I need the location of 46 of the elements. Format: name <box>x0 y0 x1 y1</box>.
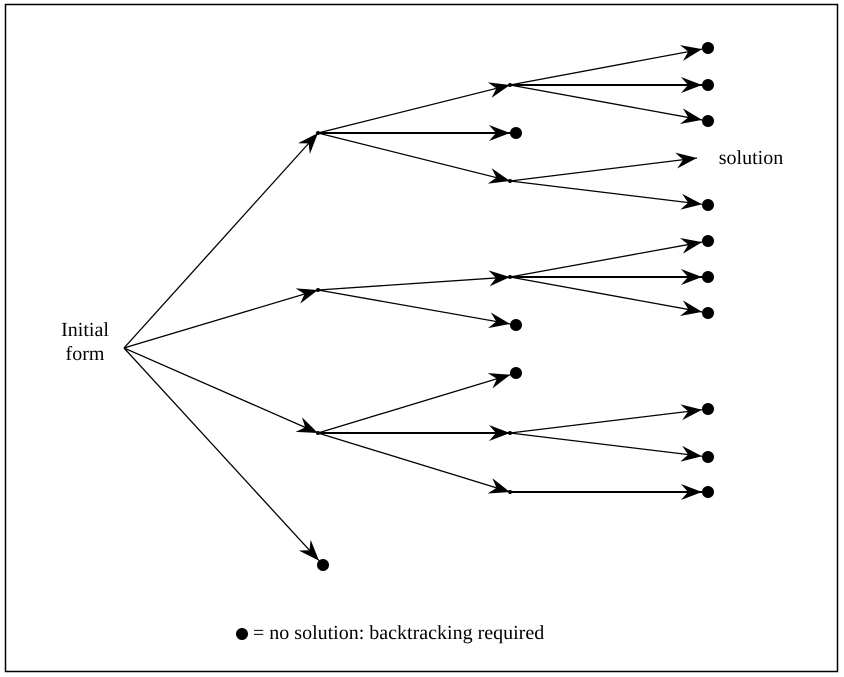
end-dot <box>702 486 714 498</box>
end-dot <box>702 451 714 463</box>
arrow <box>510 484 702 500</box>
branch-point <box>316 131 320 135</box>
arrow <box>318 373 510 434</box>
end-dot <box>510 127 522 139</box>
arrow <box>318 432 510 494</box>
end-dot <box>702 271 714 283</box>
branch-point <box>508 490 512 494</box>
branch-point <box>508 431 512 435</box>
branch-point <box>508 83 512 87</box>
branch-point <box>316 288 320 292</box>
arrow <box>318 425 510 441</box>
end-dot <box>317 559 329 571</box>
arrow <box>510 77 702 93</box>
arrow <box>318 270 510 291</box>
end-dot <box>702 199 714 211</box>
arrow <box>510 180 702 210</box>
branch-point <box>316 431 320 435</box>
arrow <box>510 276 702 316</box>
end-dot <box>702 403 714 415</box>
end-dot <box>510 319 522 331</box>
end-dot <box>702 42 714 54</box>
end-dot <box>510 367 522 379</box>
branch-point <box>508 275 512 279</box>
branch-point <box>508 179 512 183</box>
end-dot <box>702 307 714 319</box>
arrow <box>124 288 318 349</box>
arrow <box>124 347 318 434</box>
node-label: Initial form <box>50 318 120 366</box>
arrow <box>510 404 702 434</box>
end-dot <box>702 235 714 247</box>
arrow <box>318 132 510 184</box>
arrow <box>318 289 510 328</box>
end-dot <box>702 79 714 91</box>
legend-text: = no solution: backtracking required <box>253 622 544 645</box>
arrow <box>124 132 318 348</box>
arrow <box>510 152 698 182</box>
node-label: solution <box>703 146 799 170</box>
arrow <box>510 84 702 124</box>
arrow <box>510 432 702 462</box>
arrow <box>318 82 510 134</box>
arrow <box>318 125 510 141</box>
end-dot <box>702 115 714 127</box>
arrow <box>510 269 702 285</box>
arrow <box>124 348 320 562</box>
